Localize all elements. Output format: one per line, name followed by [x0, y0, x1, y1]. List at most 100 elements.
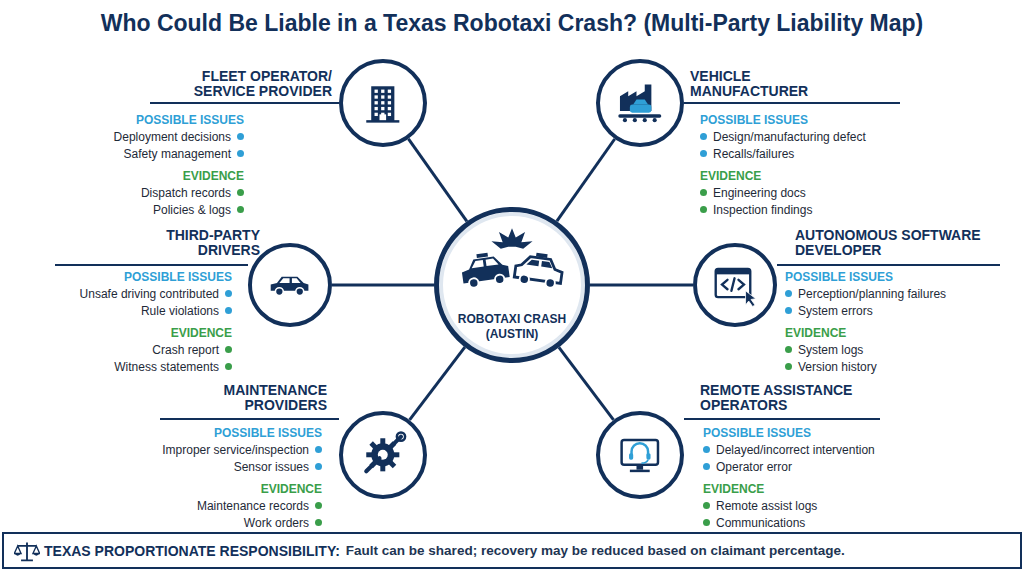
bullet-dot: [237, 206, 244, 213]
bullet-dot: [315, 446, 322, 453]
item-line: Witness statements: [80, 358, 232, 375]
item-text: Inspection findings: [713, 203, 812, 218]
item-line: Communications: [703, 514, 875, 531]
crash-cars-icon: [456, 226, 568, 292]
item-text: System logs: [798, 343, 863, 358]
hub-label: ROBOTAXI CRASH (AUSTIN): [457, 312, 567, 342]
item-text: System errors: [798, 304, 873, 319]
item-text: Design/manufacturing defect: [713, 130, 866, 145]
factory-icon: [615, 78, 665, 128]
section-label-line: POSSIBLE ISSUES: [700, 111, 866, 128]
bullet-dot: [315, 463, 322, 470]
bullet-dot: [237, 189, 244, 196]
heading-rule: [150, 102, 339, 104]
issues-evidence-list: POSSIBLE ISSUES Perception/planning failu…: [785, 268, 946, 375]
bullet-dot: [703, 519, 710, 526]
item-text: Work orders: [244, 516, 309, 531]
item-line: Operator error: [703, 458, 875, 475]
icon-circle: [248, 243, 332, 327]
section-label-line: POSSIBLE ISSUES: [114, 111, 244, 128]
item-text: Remote assist logs: [716, 499, 817, 514]
note-body: Fault can be shared; recovery may be red…: [346, 543, 845, 558]
spoke-connector: [557, 139, 615, 221]
section-label: POSSIBLE ISSUES: [700, 113, 808, 128]
issues-evidence-list: POSSIBLE ISSUES Design/manufacturing defe…: [700, 111, 866, 218]
item-text: Witness statements: [114, 360, 219, 375]
item-line: Perception/planning failures: [785, 285, 946, 302]
spoke-connector: [590, 284, 693, 287]
bullet-dot: [785, 346, 792, 353]
heading-rule: [684, 102, 900, 104]
party-node: FLEET OPERATOR/ SERVICE PROVIDER POSSIBLE…: [20, 55, 431, 222]
item-text: Delayed/incorrect intervention: [716, 443, 875, 458]
bullet-dot: [785, 290, 792, 297]
bullet-dot: [237, 133, 244, 140]
section-label: EVIDENCE: [261, 482, 322, 497]
item-text: Sensor issues: [234, 460, 309, 475]
party-node: REMOTE ASSISTANCE OPERATORSPOSSIBLE ISSU…: [592, 379, 1010, 535]
heading-wrap: VEHICLE MANUFACTURER: [690, 69, 830, 99]
party-heading: THIRD-PARTY DRIVERS: [130, 228, 260, 258]
item-line: Recalls/failures: [700, 145, 866, 162]
heading-wrap: THIRD-PARTY DRIVERS: [130, 228, 260, 258]
section-label: EVIDENCE: [183, 169, 244, 184]
item-text: Unsafe driving contributed: [80, 287, 219, 302]
section-label-line: POSSIBLE ISSUES: [162, 424, 322, 441]
bullet-dot: [225, 307, 232, 314]
item-text: Engineering docs: [713, 186, 806, 201]
item-line: Deployment decisions: [114, 128, 244, 145]
icon-circle: [596, 59, 684, 147]
item-text: Policies & logs: [153, 203, 231, 218]
item-line: Design/manufacturing defect: [700, 128, 866, 145]
section-label-line: EVIDENCE: [700, 167, 866, 184]
bullet-dot: [703, 446, 710, 453]
item-line: Delayed/incorrect intervention: [703, 441, 875, 458]
item-text: Perception/planning failures: [798, 287, 946, 302]
item-line: Improper service/inspection: [162, 441, 322, 458]
bullet-dot: [703, 502, 710, 509]
crash-hub-circle: ROBOTAXI CRASH (AUSTIN): [434, 207, 590, 363]
party-heading: VEHICLE MANUFACTURER: [690, 69, 830, 99]
item-line: Rule violations: [80, 302, 232, 319]
bullet-dot: [700, 133, 707, 140]
heading-rule: [55, 264, 248, 266]
item-text: Version history: [798, 360, 877, 375]
section-label-line: EVIDENCE: [785, 324, 946, 341]
party-node: AUTONOMOUS SOFTWARE DEVELOPER POSSIBLE IS…: [689, 224, 1010, 379]
bullet-dot: [315, 519, 322, 526]
party-node: THIRD-PARTY DRIVERS POSSIBLE ISSUESUnsafe…: [20, 224, 336, 379]
item-line: Inspection findings: [700, 201, 866, 218]
party-node: VEHICLE MANUFACTURER POSSIBLE ISSUES Desig…: [592, 55, 1010, 222]
icon-circle: [693, 243, 777, 327]
title-wrap: Who Could Be Liable in a Texas Robotaxi …: [0, 10, 1024, 37]
bullet-dot: [700, 206, 707, 213]
note-heading: TEXAS PROPORTIONATE RESPONSIBILITY:: [44, 543, 340, 559]
bullet-dot: [237, 150, 244, 157]
item-line: Crash report: [80, 341, 232, 358]
party-heading: MAINTENANCE PROVIDERS: [187, 383, 327, 413]
item-text: Safety management: [124, 147, 231, 162]
issues-evidence-list: POSSIBLE ISSUESUnsafe driving contribute…: [80, 268, 232, 375]
item-line: Policies & logs: [114, 201, 244, 218]
remote-operator-icon: [615, 430, 665, 480]
party-heading: FLEET OPERATOR/ SERVICE PROVIDER: [182, 69, 332, 99]
item-text: Rule violations: [141, 304, 219, 319]
issues-evidence-list: POSSIBLE ISSUESDeployment decisionsSafet…: [114, 111, 244, 218]
section-label: EVIDENCE: [700, 169, 761, 184]
item-line: Unsafe driving contributed: [80, 285, 232, 302]
item-line: Dispatch records: [114, 184, 244, 201]
section-label: POSSIBLE ISSUES: [703, 426, 811, 441]
spoke-connector: [408, 139, 466, 221]
section-label-line: POSSIBLE ISSUES: [785, 268, 946, 285]
party-heading: AUTONOMOUS SOFTWARE DEVELOPER: [795, 228, 1010, 258]
item-line: Engineering docs: [700, 184, 866, 201]
bullet-dot: [700, 189, 707, 196]
item-line: Maintenance records: [162, 497, 322, 514]
spoke-connector: [410, 347, 465, 420]
heading-rule: [684, 418, 880, 420]
car-icon: [266, 261, 313, 308]
icon-circle: [339, 59, 427, 147]
bullet-dot: [315, 502, 322, 509]
item-line: Version history: [785, 358, 946, 375]
section-label-line: EVIDENCE: [114, 167, 244, 184]
